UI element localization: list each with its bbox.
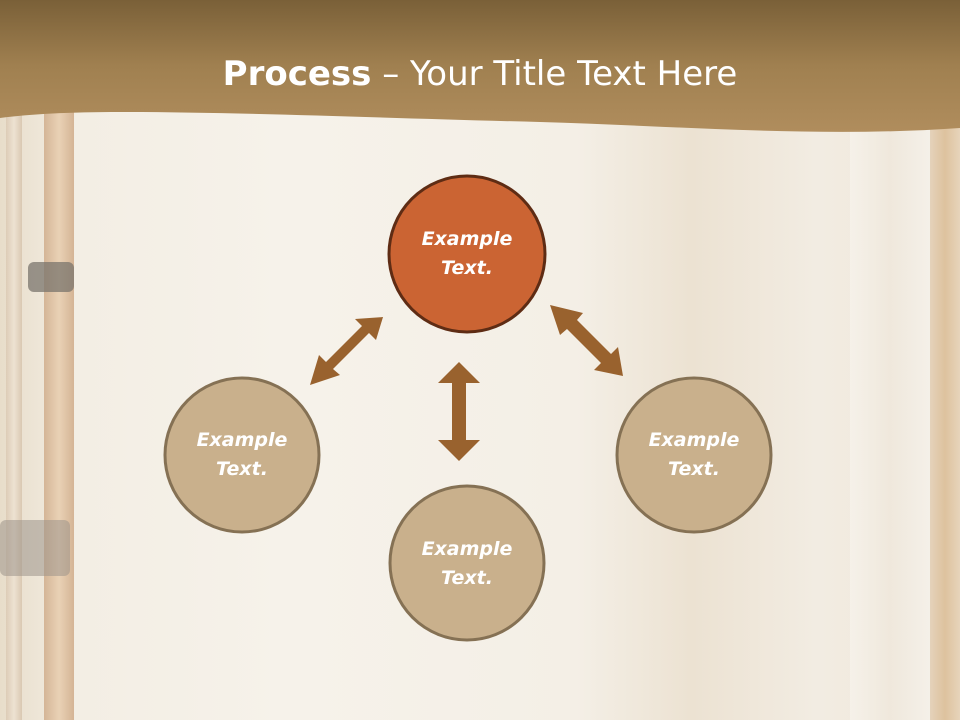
header-wave [0, 0, 960, 132]
node-right [615, 376, 773, 534]
node-text-line: Text. [441, 257, 493, 279]
title-separator: – [371, 54, 411, 94]
double-arrow-icon [310, 317, 383, 385]
title-text: Your Title Text Here [410, 54, 738, 94]
node-left-label: Example Text. [172, 426, 312, 484]
arrow-vertical [438, 362, 480, 461]
node-text-line: Text. [441, 567, 493, 589]
background-panel [850, 110, 930, 720]
node-text-line: Example [196, 429, 288, 451]
double-arrow-icon [438, 362, 480, 461]
node-text-line: Example [421, 538, 513, 560]
node-right-label: Example Text. [624, 426, 764, 484]
background-fitting [28, 262, 74, 292]
node-left [163, 376, 321, 534]
node-text-line: Example [421, 228, 513, 250]
node-bottom [388, 484, 546, 642]
node-text-line: Text. [668, 458, 720, 480]
header-band [0, 0, 960, 132]
double-arrow-icon [550, 305, 623, 376]
node-text-line: Example [648, 429, 740, 451]
node-text-line: Text. [216, 458, 268, 480]
node-top [387, 174, 547, 334]
node-bottom-label: Example Text. [397, 535, 537, 593]
background-board [930, 110, 960, 720]
slide-title: Process – Your Title Text Here [0, 52, 960, 96]
background-pipe [44, 110, 74, 720]
node-top-label: Example Text. [397, 225, 537, 283]
title-bold: Process [222, 54, 372, 94]
arrow-top-right [550, 305, 623, 376]
arrow-top-left [310, 317, 383, 385]
background-fitting [0, 520, 70, 576]
